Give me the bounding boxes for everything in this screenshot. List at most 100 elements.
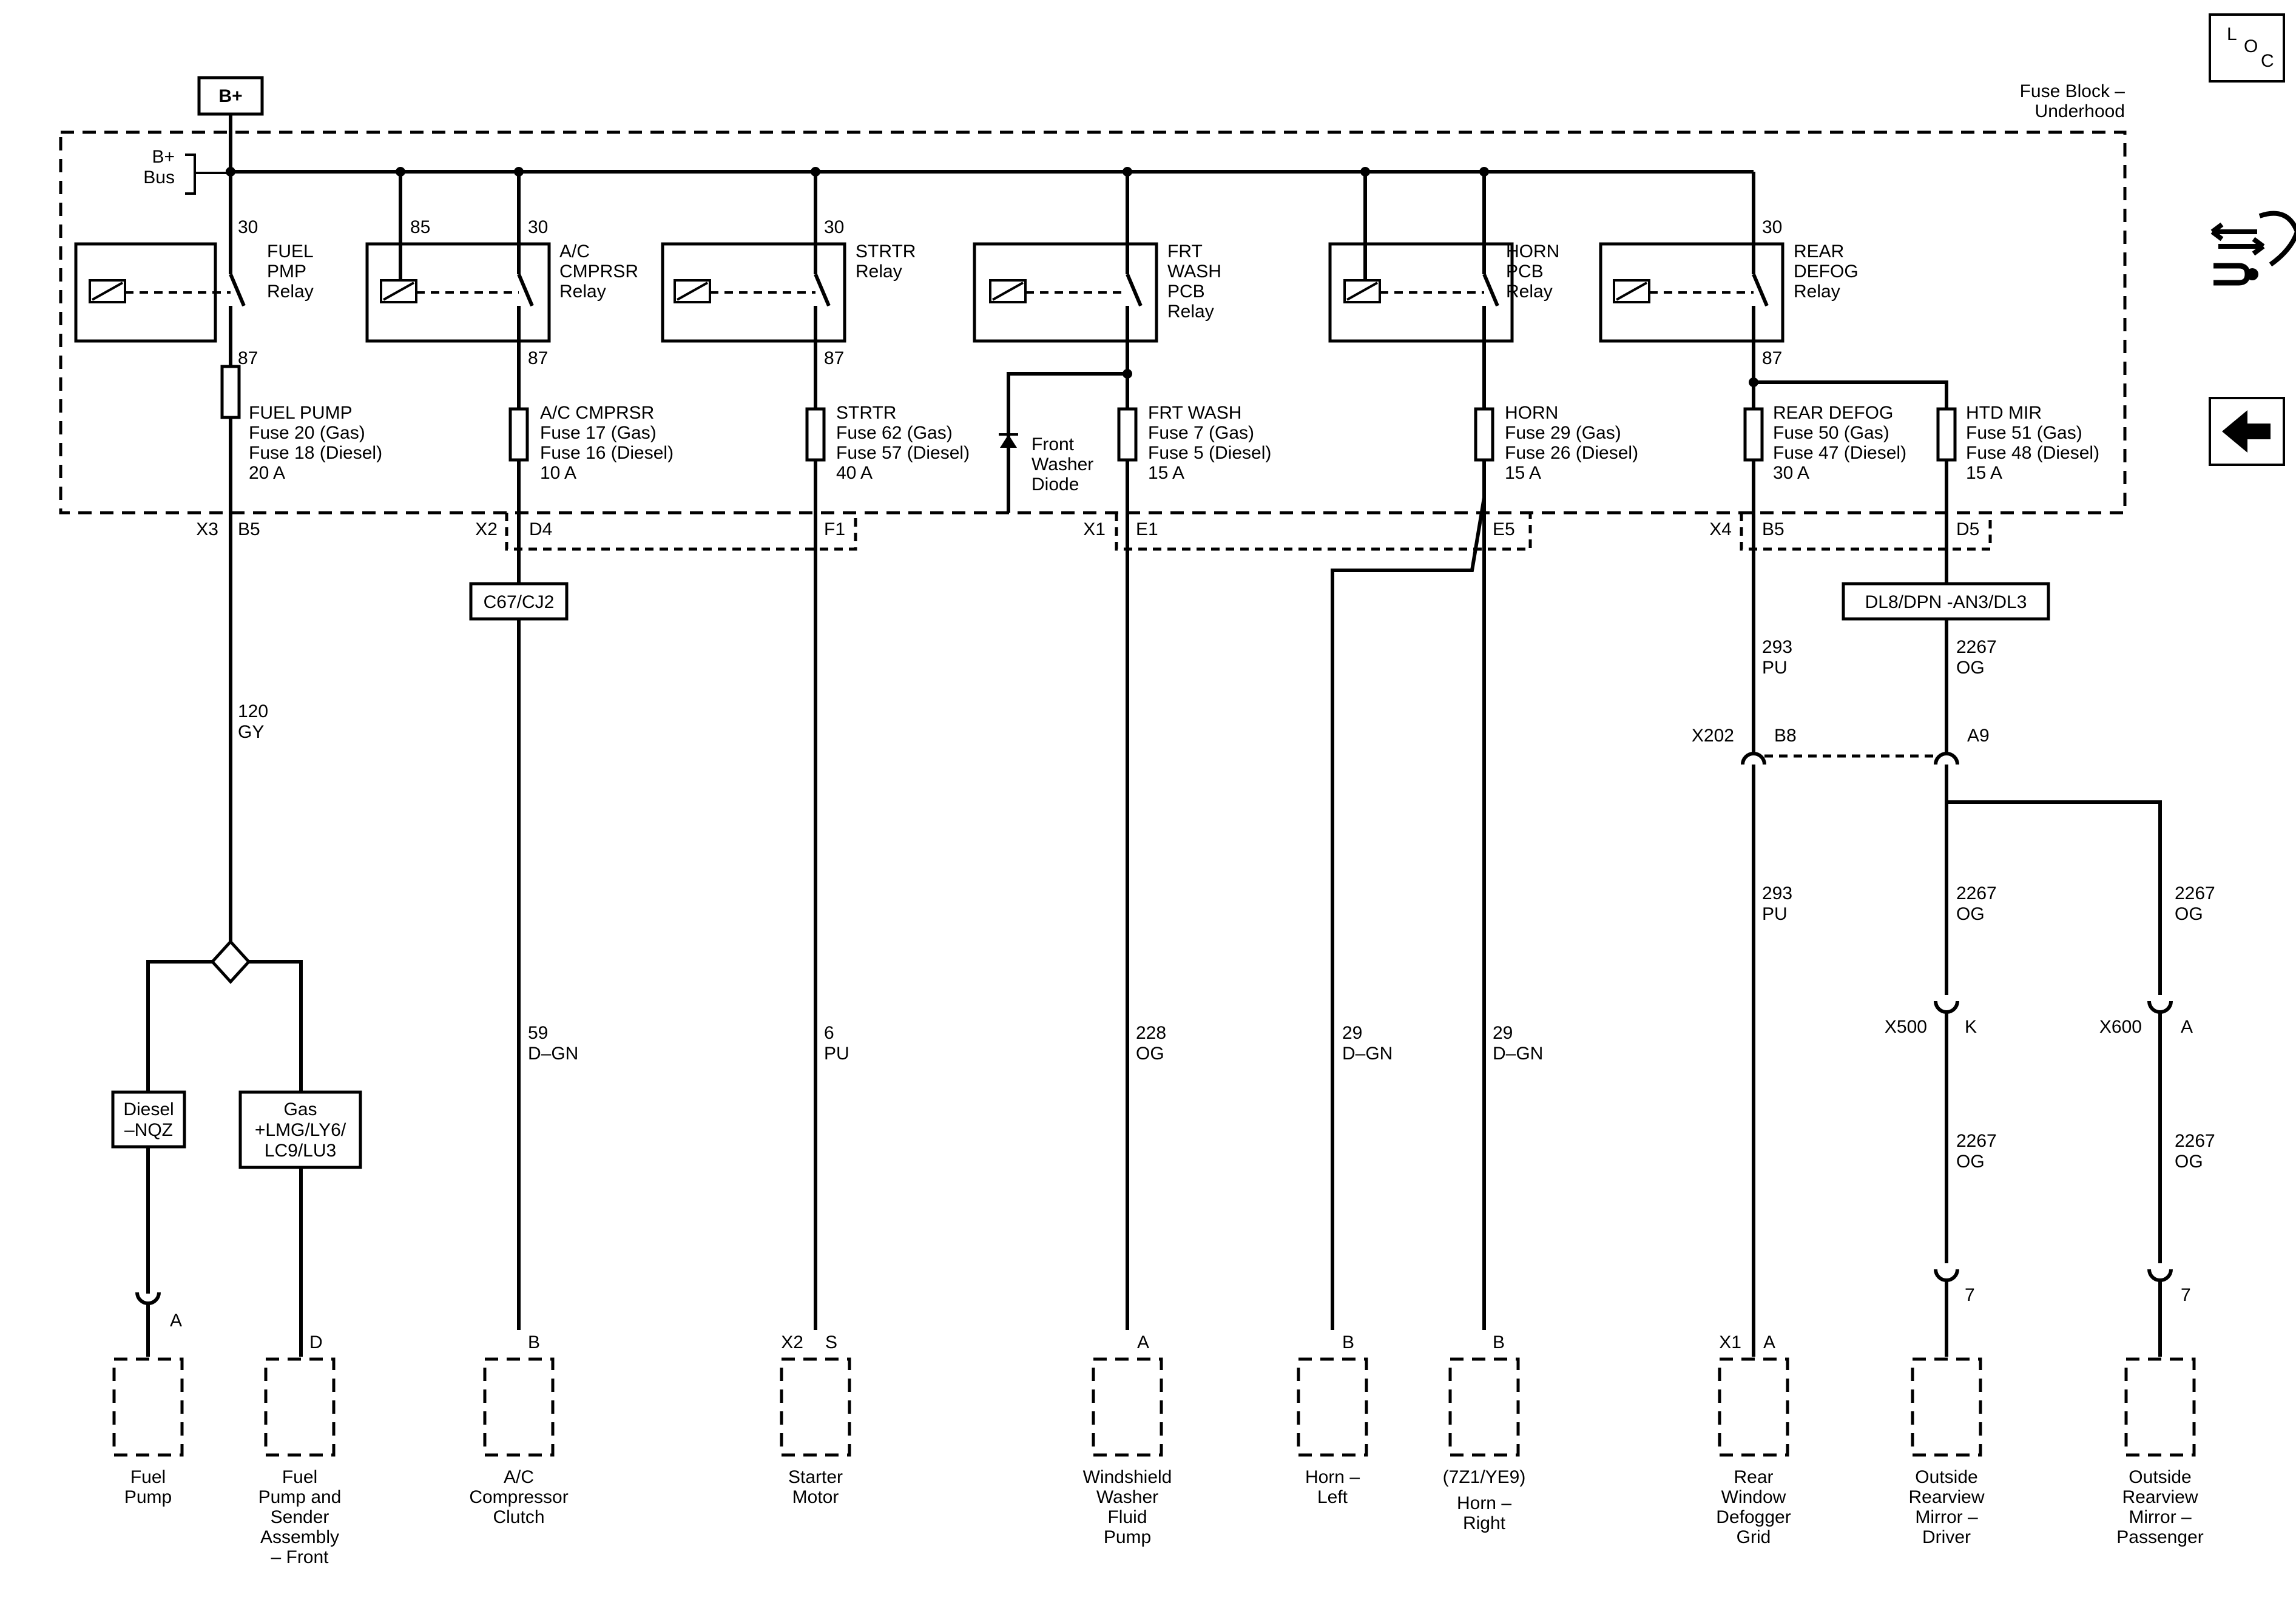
mirrord-name-3: Mirror –: [1915, 1507, 1978, 1527]
defogger-name-2: Window: [1721, 1487, 1786, 1507]
loc-icon[interactable]: L O C: [2209, 13, 2285, 83]
fuse-fuel-3: Fuse 18 (Diesel): [249, 443, 382, 463]
wire-29r-color: D–GN: [1493, 1044, 1543, 1064]
fuse-fuel-2: Fuse 20 (Gas): [249, 423, 365, 443]
component-horn-left: [1297, 1357, 1368, 1457]
relay-horn: HORN PCB Relay: [1328, 172, 1559, 1330]
component-starter: [780, 1357, 851, 1457]
relay-horn-label-2: PCB: [1506, 262, 1544, 282]
wire-2267a-color: OG: [1956, 658, 1985, 678]
fuse-defog-4: 30 A: [1773, 463, 1809, 483]
option-dl8: DL8/DPN -AN3/DL3: [1842, 582, 2050, 621]
wire-2267c-color: OG: [2175, 904, 2203, 924]
fuse-strtr-1: STRTR: [836, 403, 896, 423]
inline-x202-pin: B8: [1774, 726, 1797, 746]
wire-2267b-circuit: 2267: [1956, 883, 1997, 903]
wire-labels: 120 GY 59 D–GN 6 PU 228 OG 29 D–GN 29 D–…: [238, 637, 2215, 1172]
mirrorp-name-2: Rearview: [2122, 1487, 2198, 1507]
fuse-horn-3: Fuse 26 (Diesel): [1505, 443, 1638, 463]
fuse-block-connectors: [505, 513, 1992, 551]
loc-icon-l: L: [2227, 24, 2237, 44]
wire-228-circuit: 228: [1136, 1023, 1166, 1043]
wire-6-color: PU: [824, 1044, 849, 1064]
fuse-ac-4: 10 A: [540, 463, 576, 483]
clutch-name-1: A/C: [504, 1467, 534, 1487]
back-arrow-icon[interactable]: [2209, 397, 2285, 466]
relay-horn-label-1: HORN: [1506, 241, 1559, 262]
sender-name-3: Sender: [271, 1507, 329, 1527]
wire-120-color: GY: [238, 722, 264, 742]
relay-starter-label-1: STRTR: [856, 241, 916, 262]
inline-x600-pin: A: [2181, 1017, 2193, 1037]
component-view-icon[interactable]: [2210, 211, 2296, 286]
relay-ac-label-3: Relay: [559, 282, 606, 302]
conn-x1-label: X1: [1083, 519, 1106, 539]
fuel-splice: Diesel –NQZ Gas +LMG/LY6/ LC9/LU3: [111, 939, 362, 1357]
defogger-pin: A: [1763, 1332, 1775, 1352]
fuse-strtr-2: Fuse 62 (Gas): [836, 423, 953, 443]
hornr-name-3: Right: [1463, 1513, 1506, 1533]
power-source: B+: [197, 76, 264, 170]
wire-293a-color: PU: [1762, 658, 1788, 678]
wire-120-circuit: 120: [238, 701, 268, 721]
diode-label-1: Front: [1032, 434, 1075, 454]
component-defogger: [1718, 1357, 1789, 1457]
relay-ac-pin-bottom: 87: [528, 348, 548, 368]
hornl-pin: B: [1342, 1332, 1354, 1352]
wire-2267b-color: OG: [1956, 904, 1985, 924]
option-diesel-2: –NQZ: [124, 1120, 173, 1140]
fuse-mir-2: Fuse 51 (Gas): [1966, 423, 2082, 443]
washer-name-4: Pump: [1104, 1527, 1151, 1547]
sender-name-2: Pump and: [258, 1487, 342, 1507]
fuse-horn-4: 15 A: [1505, 463, 1541, 483]
conn-x2-pin: D4: [529, 519, 552, 539]
component-fuel-sender: [264, 1357, 336, 1457]
defogger-name-3: Defogger: [1716, 1507, 1791, 1527]
fuse-defog-1: REAR DEFOG: [1773, 403, 1893, 423]
mirrorp-name-3: Mirror –: [2129, 1507, 2192, 1527]
inline-m2-pin: 7: [2181, 1285, 2191, 1305]
component-fuel-pump: [112, 1357, 184, 1457]
relay-ac-label-1: A/C: [559, 241, 590, 262]
relay-fuel-label-1: FUEL: [267, 241, 314, 262]
option-c67: C67/CJ2: [469, 582, 569, 621]
inline-x500-label: X500: [1885, 1017, 1927, 1037]
inline-x500-pin: K: [1965, 1017, 1977, 1037]
relay-horn-label-3: Relay: [1506, 282, 1553, 302]
relay-front-washer-label-2: WASH: [1167, 262, 1221, 282]
inline-m1-pin: 7: [1965, 1285, 1975, 1305]
fuse-labels: FUEL PUMP Fuse 20 (Gas) Fuse 18 (Diesel)…: [249, 403, 2099, 483]
fuse-ac-2: Fuse 17 (Gas): [540, 423, 657, 443]
relay-starter: 30 87 STRTR Relay: [661, 172, 916, 1330]
fuse-fuel-4: 20 A: [249, 463, 285, 483]
starter-name-1: Starter: [788, 1467, 843, 1487]
fuse-wash-3: Fuse 5 (Diesel): [1148, 443, 1271, 463]
conn-e1-pin: E1: [1136, 519, 1158, 539]
connector-labels: X3 B5 X2 D4 F1 X1 E1 E5 X4 B5 D5: [196, 519, 1979, 539]
component-washer-pump: [1092, 1357, 1163, 1457]
relay-starter-pin-top: 30: [824, 217, 844, 237]
fuelpump-name-2: Pump: [124, 1487, 172, 1507]
defogger-name-4: Grid: [1737, 1527, 1771, 1547]
wire-2267e-color: OG: [2175, 1152, 2203, 1172]
fuse-wash-1: FRT WASH: [1148, 403, 1241, 423]
conn-x4-label: X4: [1709, 519, 1732, 539]
diode-label-2: Washer: [1032, 454, 1093, 474]
wire-293b-color: PU: [1762, 904, 1788, 924]
relay-fuel-label-2: PMP: [267, 262, 306, 282]
relay-rear-defog-pin-bottom: 87: [1762, 348, 1782, 368]
hornr-name-1: (7Z1/YE9): [1443, 1467, 1526, 1487]
wire-2267a-circuit: 2267: [1956, 637, 1997, 657]
option-diesel-1: Diesel: [123, 1099, 174, 1119]
mirrorp-name-1: Outside: [2129, 1467, 2191, 1487]
starter-pin: S: [825, 1332, 837, 1352]
inline-x202-label: X202: [1692, 726, 1734, 746]
clutch-pin: B: [528, 1332, 540, 1352]
bus-label-1: B+: [152, 147, 175, 167]
relay-ac: 85 30 87 A/C CMPRSR Relay: [365, 172, 638, 1330]
fuse-fuel-1: FUEL PUMP: [249, 403, 353, 423]
defogger-name-1: Rear: [1734, 1467, 1773, 1487]
sender-pin: D: [309, 1332, 323, 1352]
wire-59-color: D–GN: [528, 1044, 578, 1064]
